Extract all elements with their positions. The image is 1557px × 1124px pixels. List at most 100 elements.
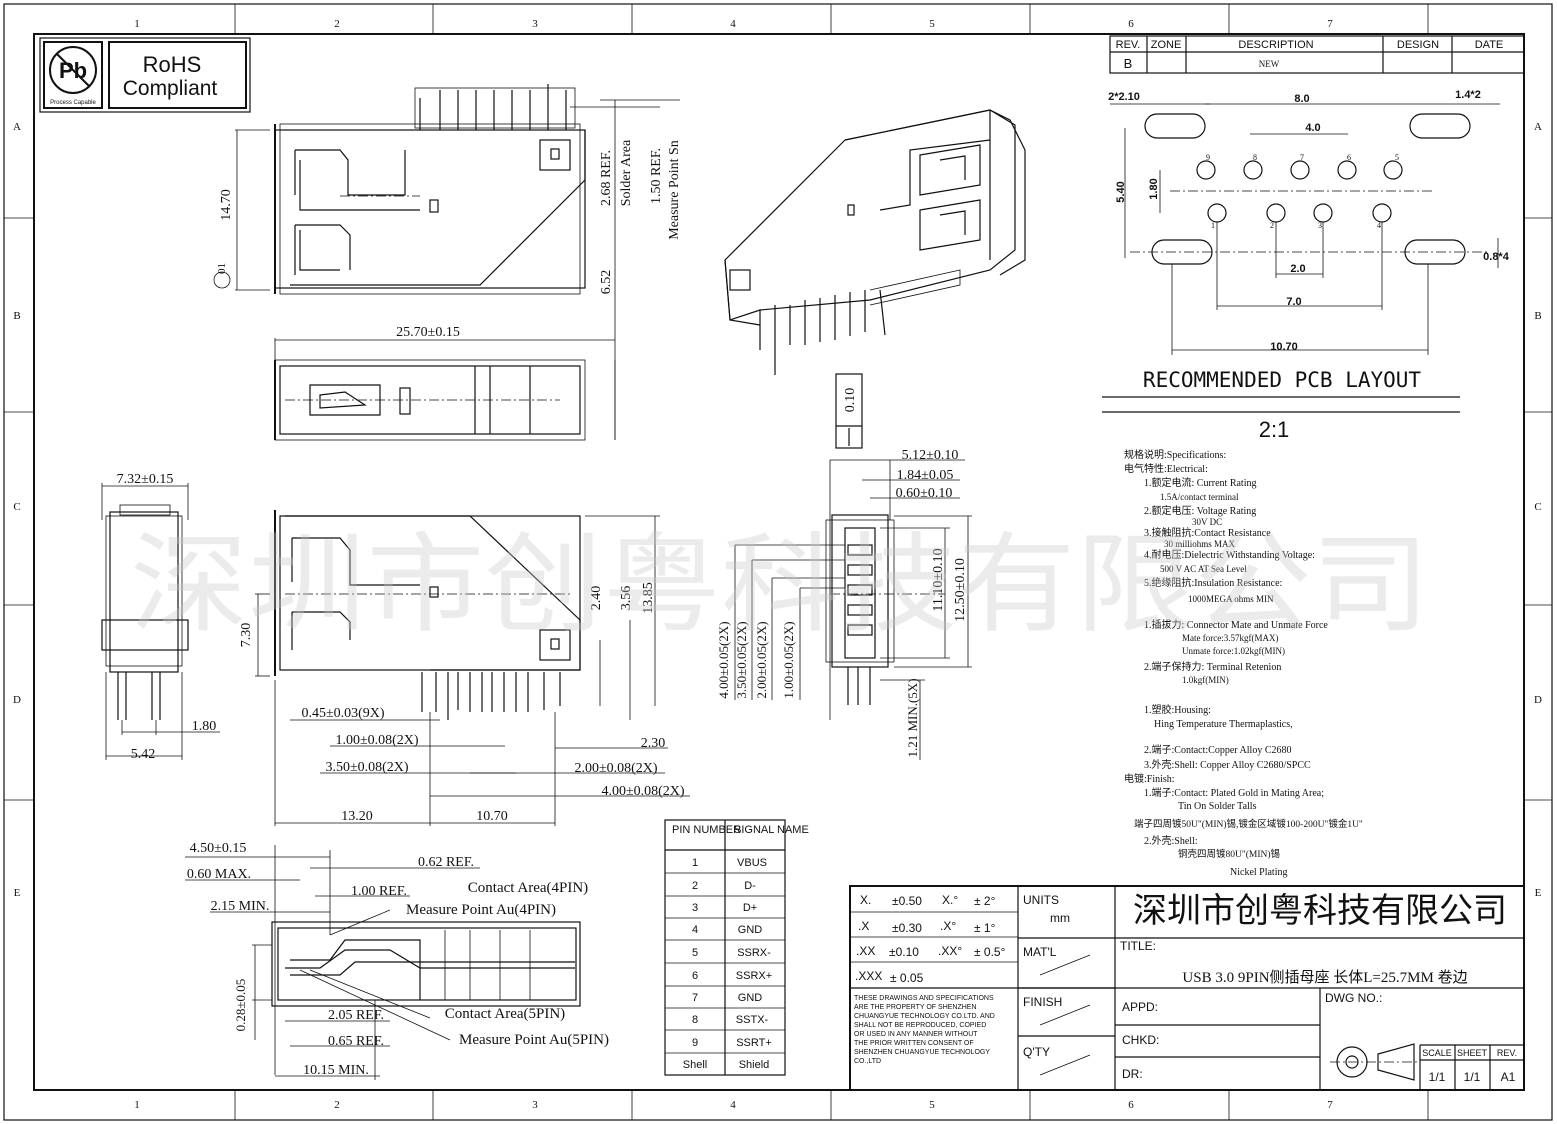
pin-number: 9: [692, 1037, 698, 1049]
spec-line: 电镀:Finish:: [1124, 772, 1175, 785]
pcb-layout-scale: 2:1: [1259, 417, 1290, 442]
spec-line: 电气特性:Electrical:: [1124, 462, 1208, 475]
tol-angle-label: .X°: [940, 919, 956, 933]
revision-table: REV. ZONE DESCRIPTION DESIGN DATE B NEW: [1109, 35, 1525, 74]
disclaimer-line: CHUANGYUE TECHNOLOGY CO.LTD. AND: [854, 1013, 995, 1020]
row-label: D: [13, 694, 21, 706]
col-label: 1: [134, 18, 140, 30]
row-label: E: [14, 887, 21, 899]
col-label: 7: [1327, 18, 1333, 30]
design-header: DESIGN: [1397, 39, 1439, 51]
pin-signal: D-: [744, 880, 756, 892]
finish-label: FINISH: [1023, 995, 1062, 1009]
pcb-layout: 2*2.10 8.0 1.4*2 4.0 9 8 7 6 5 1 2 3: [1102, 89, 1510, 442]
dim-1-50-ref: 1.50 REF.: [649, 148, 664, 204]
dim-5-42: 5.42: [131, 747, 156, 762]
dim-1-4x2: 1.4*2: [1455, 89, 1481, 101]
front-left-view: 7.32±0.15 5.42 1.80: [101, 472, 220, 762]
pcb-pin-label: 4: [1377, 221, 1381, 230]
col-label: 5: [929, 1099, 935, 1111]
dim-5-40: 5.40: [1115, 181, 1127, 202]
spec-line: 端子四周镀50U"(MIN)锡,镀金区域镀100-200U"镀金1U": [1134, 818, 1363, 830]
tol-value: ±0.50: [892, 894, 922, 908]
tol-angle-label: X.°: [942, 893, 958, 907]
dim-0-62-ref: 0.62 REF.: [418, 855, 474, 870]
row-label: C: [13, 501, 20, 513]
disclaimer-line: THESE DRAWINGS AND SPECIFICATIONS: [854, 995, 994, 1002]
tol-angle-value: ± 1°: [974, 921, 996, 935]
dim-2-00: 2.00±0.08(2X): [574, 761, 657, 776]
col-label: 7: [1327, 1099, 1333, 1111]
spec-line: 2.外壳:Shell:: [1144, 834, 1198, 847]
dim-0-60-max: 0.60 MAX.: [187, 867, 251, 882]
pin-signal: SSRT+: [736, 1037, 772, 1049]
tol-label: .XXX: [855, 969, 882, 983]
pin-signal: SSRX+: [736, 970, 772, 982]
measure-point-sn-label: Measure Point Sn: [667, 140, 682, 240]
spec-line: 1.塑胶:Housing:: [1144, 703, 1211, 716]
compliant-label: Compliant: [123, 77, 218, 100]
top-view: 14.70 01 2.68 REF. Solder Area 1.50 REF.…: [213, 84, 682, 440]
pcb-pin-label: 6: [1347, 153, 1351, 162]
disclaimer-line: SHALL NOT BE REPRODUCED, COPIED: [854, 1022, 986, 1029]
rev-value: B: [1124, 56, 1133, 71]
spec-line: 2.端子:Contact:Copper Alloy C2680: [1144, 743, 1292, 756]
signal-name-header: SIGNAL NAME: [734, 824, 809, 836]
spec-line: 1.额定电流: Current Rating: [1144, 476, 1257, 489]
pin-number: 2: [692, 880, 698, 892]
disclaimer-line: THE PRIOR WRITTEN CONSENT OF: [854, 1040, 974, 1047]
dim-v-2-00: 2.00±0.05(2X): [754, 621, 769, 698]
tol-label: X.: [860, 893, 871, 907]
pin-number: 5: [692, 947, 698, 959]
company-name: 深圳市创粤科技有限公司: [1133, 892, 1507, 930]
row-label: B: [13, 310, 20, 322]
dim-4-50: 4.50±0.15: [190, 841, 247, 856]
spec-line: Tin On Solder Talls: [1178, 801, 1257, 812]
tol-label: .XX: [856, 944, 875, 958]
dim-25-70: 25.70±0.15: [396, 325, 460, 340]
rohs-logo: Pb Process Capable RoHS Compliant: [39, 37, 251, 113]
material-label: MAT'L: [1023, 945, 1057, 959]
zone-header: ZONE: [1151, 39, 1182, 51]
col-label: 6: [1128, 1099, 1134, 1111]
pcb-pin-label: 5: [1395, 153, 1399, 162]
tol-label: .X: [858, 919, 869, 933]
dim-5-12: 5.12±0.10: [902, 448, 959, 463]
dim-4-0: 4.0: [1305, 122, 1320, 134]
dim-10-70: 10.70: [476, 809, 508, 824]
dim-7-0: 7.0: [1286, 296, 1301, 308]
pin-signal: VBUS: [737, 857, 767, 869]
contact-area-4pin: Contact Area(4PIN): [468, 880, 588, 896]
pb-symbol: Pb: [59, 58, 87, 83]
disclaimer: THESE DRAWINGS AND SPECIFICATIONS ARE TH…: [854, 995, 995, 1065]
tol-angle-value: ± 2°: [974, 894, 996, 908]
col-label: 3: [532, 1099, 538, 1111]
col-label: 2: [334, 1099, 340, 1111]
col-label: 6: [1128, 18, 1134, 30]
dim-2-68-ref: 2.68 REF.: [599, 150, 614, 206]
pin-number-header: PIN NUMBER: [672, 824, 741, 836]
pcb-pin-label: 9: [1206, 153, 1210, 162]
rohs-label: RoHS: [143, 52, 202, 77]
disclaimer-line: CO.,LTD: [854, 1058, 881, 1065]
pin-signal: GND: [738, 924, 763, 936]
units-label: UNITS: [1023, 893, 1059, 907]
row-label: A: [1534, 121, 1542, 133]
dim-2-30: 2.30: [641, 736, 666, 751]
pin-signal: GND: [738, 992, 763, 1004]
drawing-number-label: DWG NO.:: [1325, 991, 1382, 1005]
pin-number: 6: [692, 970, 698, 982]
pin-number: 3: [692, 902, 698, 914]
spec-line: 2.额定电压: Voltage Rating: [1144, 504, 1256, 517]
pin-signal: D+: [743, 902, 757, 914]
units-value: mm: [1050, 911, 1070, 925]
dim-12-50: 12.50±0.10: [953, 558, 968, 622]
row-label: A: [13, 121, 21, 133]
sheet-label: SHEET: [1457, 1048, 1488, 1058]
section-view: 4.50±0.15 0.60 MAX. 0.62 REF. 1.00 REF. …: [185, 841, 609, 1080]
dim-11-10: 11.10±0.10: [931, 548, 946, 611]
row-label: E: [1535, 887, 1542, 899]
dim-v-3-50: 3.50±0.05(2X): [734, 621, 749, 698]
specifications: 规格说明:Specifications: 电气特性:Electrical: 1.…: [1124, 448, 1363, 878]
